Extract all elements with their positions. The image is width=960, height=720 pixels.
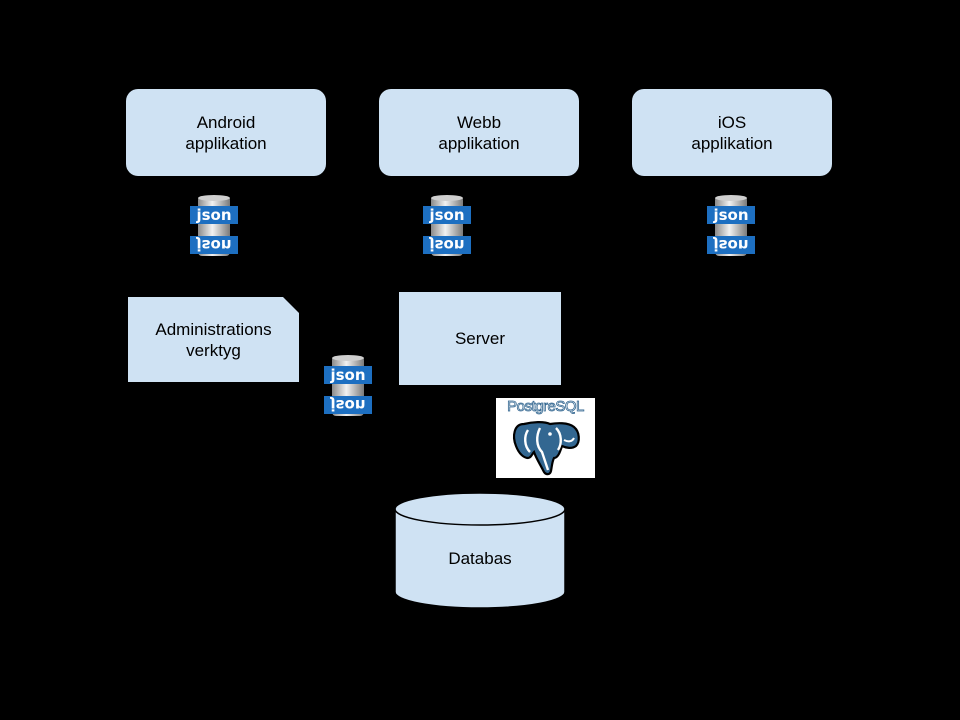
json-icon-bottom-label: json [195, 236, 231, 254]
ios-app-node: iOS applikation [632, 89, 832, 176]
json-icon-bottom-label: json [712, 236, 748, 254]
android-app-node: Android applikation [126, 89, 326, 176]
json-icon: json json [707, 195, 755, 256]
database-cylinder [394, 492, 566, 609]
json-icon: json json [190, 195, 238, 256]
json-icon-top-label: json [329, 366, 365, 384]
postgresql-logo-text: PostgreSQL [507, 398, 585, 416]
web-app-label-line2: applikation [438, 133, 520, 153]
admin-tool-label-line2: verktyg [186, 340, 241, 360]
postgresql-logo: PostgreSQL [496, 398, 595, 478]
android-app-label-line2: applikation [185, 133, 267, 153]
server-node: Server [399, 292, 561, 385]
server-label: Server [454, 329, 506, 348]
android-app-label-line1: Android [196, 112, 256, 132]
json-icon: json json [324, 355, 372, 416]
json-icon-top-label: json [712, 206, 748, 224]
json-icon-top-label: json [195, 206, 231, 224]
admin-tool-label-line1: Administrations [155, 319, 272, 339]
ios-app-label-line2: applikation [691, 133, 773, 153]
json-icon: json json [423, 195, 471, 256]
database-label: Databas [448, 549, 512, 568]
elephant-icon [513, 421, 580, 476]
ios-app-label-line1: iOS [717, 112, 747, 132]
web-app-label-line1: Webb [456, 112, 502, 132]
json-icon-bottom-label: json [329, 396, 365, 414]
admin-tool-node: Administrations verktyg [128, 297, 299, 382]
json-icon-top-label: json [428, 206, 464, 224]
web-app-node: Webb applikation [379, 89, 579, 176]
json-icon-bottom-label: json [428, 236, 464, 254]
